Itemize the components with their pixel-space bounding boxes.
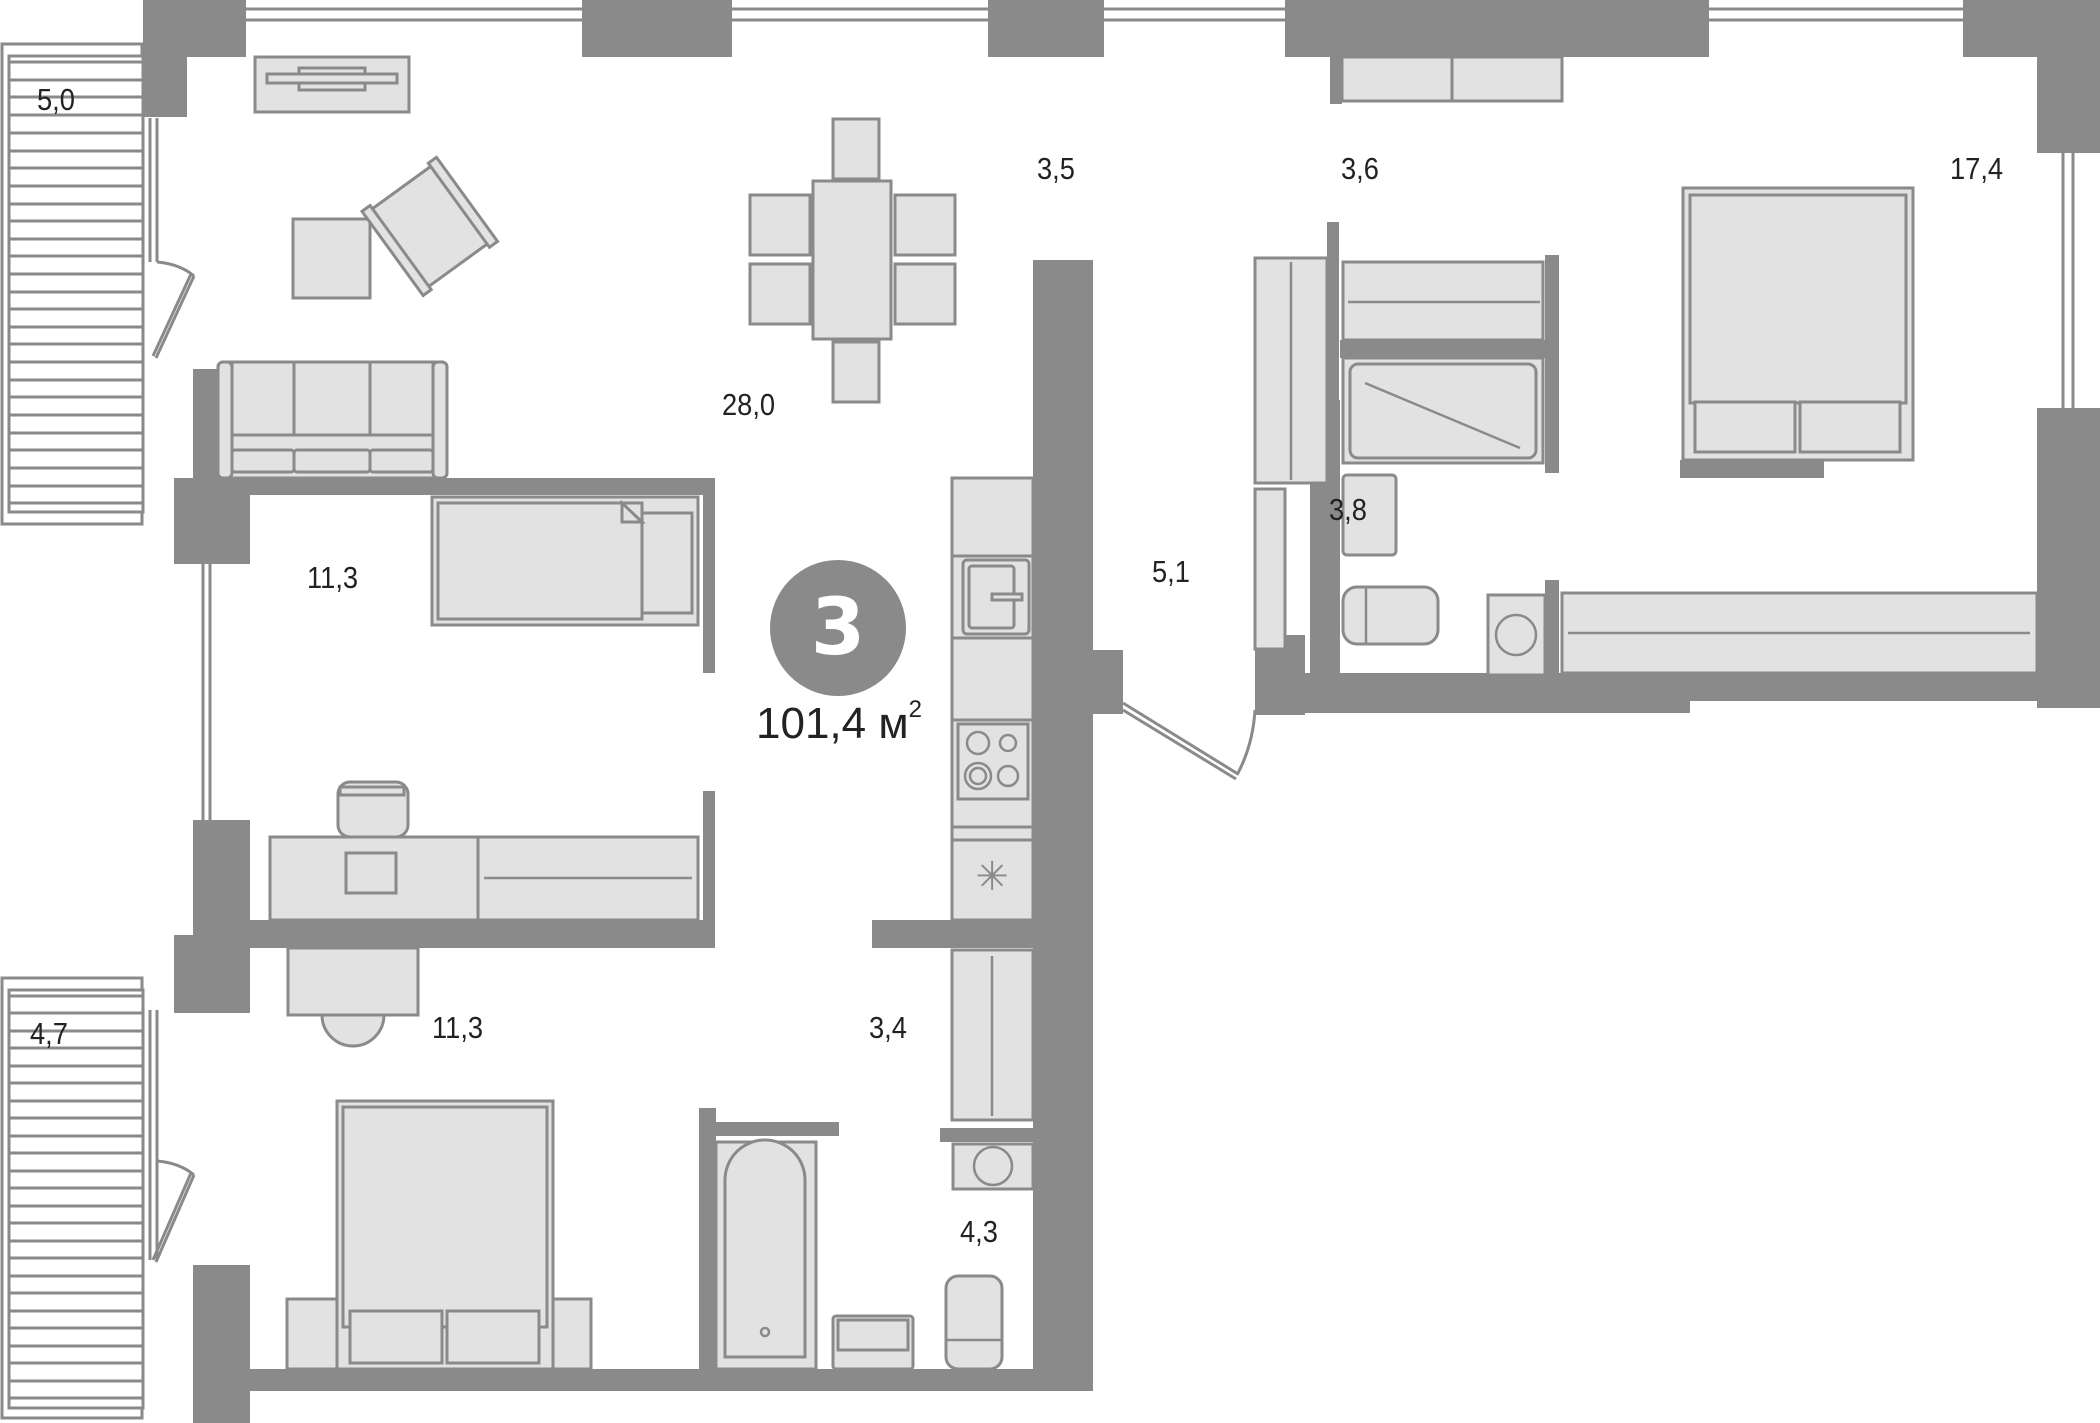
- windows: [148, 7, 2100, 1260]
- coffee-table: [291, 217, 372, 300]
- room-area-living-kitchen: 28,0: [722, 387, 776, 422]
- shower: [1341, 356, 1545, 465]
- sink-right: [1341, 473, 1398, 557]
- room-area-balcony-top: 5,0: [37, 82, 75, 117]
- room-area-dressing-top: 3,6: [1341, 151, 1379, 186]
- walls: [143, 0, 2100, 1423]
- bathtub: [714, 1138, 818, 1371]
- sink-bottom: [831, 1314, 915, 1371]
- room-area-master-bedroom: 17,4: [1950, 151, 2004, 186]
- doors: [151, 260, 1257, 1263]
- room-area-hall-top: 3,5: [1037, 151, 1075, 186]
- single-bed: [430, 495, 700, 627]
- double-bed-bottom: [285, 1099, 593, 1371]
- room-area-entry-hall: 5,1: [1152, 554, 1190, 589]
- room-area-corridor: 3,4: [869, 1010, 907, 1045]
- double-bed-right: [1681, 186, 1915, 462]
- bottom-desk: [286, 946, 420, 1048]
- svg-text:✳: ✳: [975, 854, 1009, 900]
- dressing-shelves: [1341, 260, 1545, 342]
- rooms-count: 3: [810, 583, 866, 673]
- total-area-unit-power: 2: [908, 696, 922, 723]
- hallway-wardrobe: [1253, 256, 1329, 651]
- room-area-bathroom-bottom: 4,3: [960, 1214, 998, 1249]
- total-area-unit: м: [878, 699, 909, 748]
- washer-right: [1486, 593, 1547, 677]
- balcony-bottom: [0, 976, 145, 1420]
- toilet-bottom: [944, 1274, 1004, 1371]
- washer-bottom: [951, 1142, 1035, 1191]
- desk-with-shelves: [268, 780, 700, 922]
- total-area-value: 101,4: [756, 699, 867, 748]
- corridor-wardrobe: [950, 948, 1035, 1122]
- toilet-right: [1341, 585, 1440, 646]
- room-area-bedroom-middle: 11,3: [307, 560, 359, 595]
- bedroom-wardrobe: [1560, 591, 2039, 675]
- rooms-count-badge: 3: [770, 560, 906, 696]
- sofa: [216, 360, 449, 480]
- dressing-cabinet-top: [1340, 55, 1564, 103]
- total-area: 101,4 м2: [756, 698, 922, 748]
- tv-stand: [253, 55, 411, 114]
- kitchen-counter: ✳: [950, 476, 1035, 922]
- dining-table: [748, 117, 957, 404]
- room-area-balcony-bottom: 4,7: [30, 1016, 68, 1051]
- room-area-bathroom-right: 3,8: [1329, 492, 1367, 527]
- room-area-bedroom-bottom: 11,3: [432, 1010, 484, 1045]
- armchair: [359, 155, 500, 298]
- balcony-top: [0, 42, 145, 526]
